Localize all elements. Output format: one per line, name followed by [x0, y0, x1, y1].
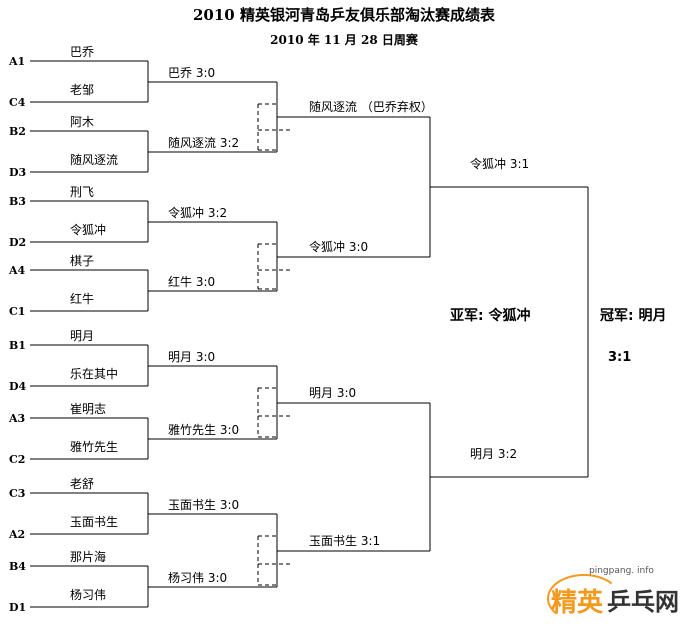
player-top: 巴乔: [70, 45, 95, 59]
r1-result: 明月 3:0: [168, 350, 216, 364]
r1-result: 红牛 3:0: [168, 275, 216, 289]
watermark-url: pingpang. info: [589, 566, 654, 576]
player-bottom: 杨习伟: [70, 588, 107, 602]
r1-result: 令狐冲 3:2: [168, 206, 228, 220]
player-top: 阿木: [70, 115, 95, 129]
semi-result: 明月 3:2: [470, 447, 518, 461]
player-bottom: 乐在其中: [70, 367, 119, 381]
r1-result: 杨习伟 3:0: [168, 571, 228, 585]
player-top: 刑飞: [70, 185, 95, 199]
seed-top: A1: [9, 55, 26, 68]
watermark-brand-b: 乒乓网: [607, 588, 679, 616]
seed-bottom: D4: [9, 380, 27, 393]
r2-result: 令狐冲 3:0: [309, 240, 369, 254]
player-bottom: 雅竹先生: [70, 440, 119, 454]
player-top: 老舒: [70, 477, 95, 491]
player-top: 棋子: [70, 254, 95, 268]
player-bottom: 红牛: [70, 292, 95, 306]
player-top: 崔明志: [70, 402, 107, 416]
player-top: 明月: [70, 329, 95, 343]
player-bottom: 随风逐流: [70, 153, 119, 167]
seed-bottom: D3: [9, 166, 27, 179]
seed-top: B1: [9, 339, 26, 352]
champion-label: 冠军: 明月: [600, 308, 667, 324]
seed-top: A3: [9, 412, 26, 425]
seed-bottom: A2: [9, 528, 26, 541]
r2-result: 玉面书生 3:1: [309, 534, 381, 548]
r1-result: 巴乔 3:0: [168, 66, 216, 80]
r2-result: 随风逐流 （巴乔弃权）: [309, 100, 433, 114]
page-subtitle: 2010 年 11 月 28 日周赛: [270, 33, 418, 47]
seed-top: C3: [9, 487, 26, 500]
seed-bottom: C4: [9, 96, 26, 109]
seed-top: B3: [9, 195, 26, 208]
final-score: 3:1: [608, 350, 632, 365]
seed-top: A4: [9, 264, 26, 277]
seed-bottom: C1: [9, 305, 26, 318]
r2-result: 明月 3:0: [309, 386, 357, 400]
player-bottom: 老邹: [70, 83, 95, 97]
site-watermark-logo: pingpang. info 精英 乒乓网: [535, 562, 685, 632]
runner-up-label: 亚军: 令狐冲: [450, 308, 531, 324]
r1-result: 雅竹先生 3:0: [168, 423, 240, 437]
r1-result: 随风逐流 3:2: [168, 136, 240, 150]
player-top: 那片海: [70, 550, 107, 564]
seed-bottom: C2: [9, 453, 26, 466]
r1-result: 玉面书生 3:0: [168, 498, 240, 512]
watermark-swoosh-icon: [547, 574, 621, 623]
player-bottom: 玉面书生: [70, 515, 119, 529]
seed-top: B2: [9, 125, 26, 138]
semi-result: 令狐冲 3:1: [470, 157, 530, 171]
player-bottom: 令狐冲: [70, 223, 107, 237]
watermark-brand-a: 精英: [551, 588, 604, 618]
seed-bottom: D2: [9, 236, 27, 249]
seed-top: B4: [9, 560, 26, 573]
page-title: 2010 精英银河青岛乒友俱乐部淘汰赛成绩表: [193, 6, 495, 24]
seed-bottom: D1: [9, 601, 27, 614]
